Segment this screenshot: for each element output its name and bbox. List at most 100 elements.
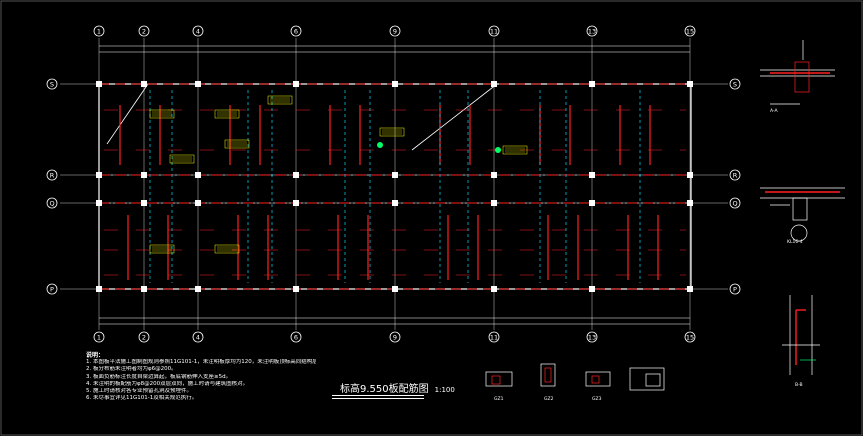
column-axis-bubble (192, 331, 204, 343)
row-axis-bubble (729, 197, 741, 209)
row-axis-label: Q (732, 200, 737, 208)
structural-column (687, 81, 693, 87)
row-axis-bubble (46, 169, 58, 181)
column-axis-label: 11 (490, 334, 498, 342)
top-dimension-lines (99, 45, 690, 325)
column-axis-bubble (488, 331, 500, 343)
column-axis-label: 15 (686, 28, 694, 36)
structural-column (96, 172, 102, 178)
structural-column (195, 172, 201, 178)
column-axis-label: 4 (196, 28, 200, 36)
column-axis-label: 2 (142, 28, 146, 36)
rebar-callout (214, 109, 240, 119)
structural-column (293, 172, 299, 178)
structural-column (589, 172, 595, 178)
rebar-callout (224, 139, 250, 149)
column-axis-bubble (93, 25, 105, 37)
rebar-annotations (149, 95, 528, 254)
row-axis-label: P (733, 286, 737, 294)
row-axis-label: R (50, 172, 55, 180)
column-axis-label: 6 (294, 334, 298, 342)
column-axis-label: 9 (393, 334, 397, 342)
column-axis-bubble (93, 331, 105, 343)
column-axis-bubble (488, 25, 500, 37)
note-item: 5. 施工时请核对各专业预留孔洞及预埋件。 (86, 388, 192, 395)
dashed-members (149, 90, 641, 283)
column-axis-label: 13 (588, 334, 596, 342)
row-axis-bubble (46, 78, 58, 90)
structural-column (392, 172, 398, 178)
row-axis-label: S (50, 81, 54, 89)
section-gz2-label: GZ2 (544, 396, 554, 402)
stair-opening-lines (106, 83, 498, 151)
row-axis-label: S (733, 81, 737, 89)
structural-column (141, 286, 147, 292)
column-axis-bubble (138, 25, 150, 37)
structural-columns (96, 81, 693, 292)
column-axis-bubble (290, 25, 302, 37)
row-axis-bubble (46, 197, 58, 209)
structural-column (589, 81, 595, 87)
title-elevation: 9.550 (360, 384, 389, 395)
beams (99, 83, 690, 290)
column-axis-bubble (389, 331, 401, 343)
structural-column (392, 200, 398, 206)
structural-column (141, 172, 147, 178)
row-axis-bubble (729, 169, 741, 181)
structural-column (195, 200, 201, 206)
section-gz3-label: GZ3 (592, 396, 602, 402)
column-axis-label: 2 (142, 334, 146, 342)
note-item: 3. 板面负筋标注长度自梁边算起，板底钢筋伸入支座≥5d。 (86, 373, 232, 380)
note-item: 6. 未尽事宜详见11G101-1及相关规范执行。 (86, 395, 198, 402)
detail-b-b (782, 295, 820, 375)
structural-column (491, 200, 497, 206)
column-axis-bubble (290, 331, 302, 343)
detail-a-label: A-A (770, 108, 779, 114)
structural-column (293, 286, 299, 292)
column-axis-label: 15 (686, 334, 694, 342)
column-axis-label: 1 (97, 334, 101, 342)
rebar-callout (379, 127, 405, 137)
column-axis-label: 4 (196, 334, 200, 342)
column-axis-bubble (389, 25, 401, 37)
drawing-scale: 1:100 (434, 386, 455, 394)
rebar-callout (149, 244, 175, 254)
dimension-marker (495, 147, 501, 153)
structural-column (96, 200, 102, 206)
structural-column (141, 81, 147, 87)
structural-column (687, 200, 693, 206)
structural-column (589, 286, 595, 292)
rebar-callout (214, 244, 240, 254)
row-axis-label: P (50, 286, 54, 294)
rebar-callout (502, 145, 528, 155)
structural-column (293, 81, 299, 87)
structural-column (687, 286, 693, 292)
structural-column (491, 172, 497, 178)
structural-column (491, 81, 497, 87)
column-axis-label: 11 (490, 28, 498, 36)
title-underline-2 (332, 398, 424, 399)
column-axis-label: 9 (393, 28, 397, 36)
column-axis-bubble (684, 331, 696, 343)
column-axis-bubble (138, 331, 150, 343)
title-underline (332, 395, 424, 396)
column-axis-bubble (684, 25, 696, 37)
column-axis-bubble (586, 25, 598, 37)
row-axis-bubble (46, 283, 58, 295)
structural-column (96, 81, 102, 87)
note-item: 1. 本图板平法施工图制图规则参照11G101-1，未注明板厚均为120，未注明… (86, 359, 316, 366)
structural-column (392, 286, 398, 292)
structural-column (195, 81, 201, 87)
note-item: 4. 未注明的板配筋为φ8@200双层双向，施工时请与建筑图核对。 (86, 380, 249, 387)
structural-column (195, 286, 201, 292)
structural-column (392, 81, 398, 87)
detail-b-label: B-B (795, 382, 803, 388)
detail-kl-label: KL16-4 (787, 239, 803, 245)
column-axis-bubble (192, 25, 204, 37)
